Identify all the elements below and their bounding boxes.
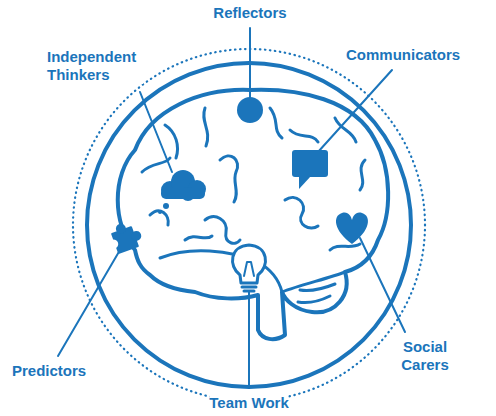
label-text: Independent Thinkers [47, 48, 143, 84]
leader-line [249, 28, 251, 99]
leader-line [58, 250, 120, 356]
lightbulb-icon [233, 245, 266, 291]
leader-line [318, 70, 392, 152]
reflector-dot [237, 97, 263, 123]
label-text: Team Work [209, 394, 288, 412]
label-text: Reflectors [213, 4, 286, 22]
heart-icon [336, 213, 368, 244]
label-text: Communicators [346, 46, 460, 64]
speech-bubble-icon [292, 150, 328, 189]
leader-line [360, 238, 405, 332]
puzzle-icon [104, 218, 145, 256]
outer-ring [87, 63, 411, 387]
cloud-icon [158, 170, 206, 214]
label-text: Social Carers [390, 338, 460, 374]
label-text: Predictors [12, 362, 86, 380]
leader-line [248, 292, 250, 388]
brain-outline [118, 90, 388, 339]
leader-line [140, 92, 172, 172]
dotted-ring [73, 49, 425, 401]
